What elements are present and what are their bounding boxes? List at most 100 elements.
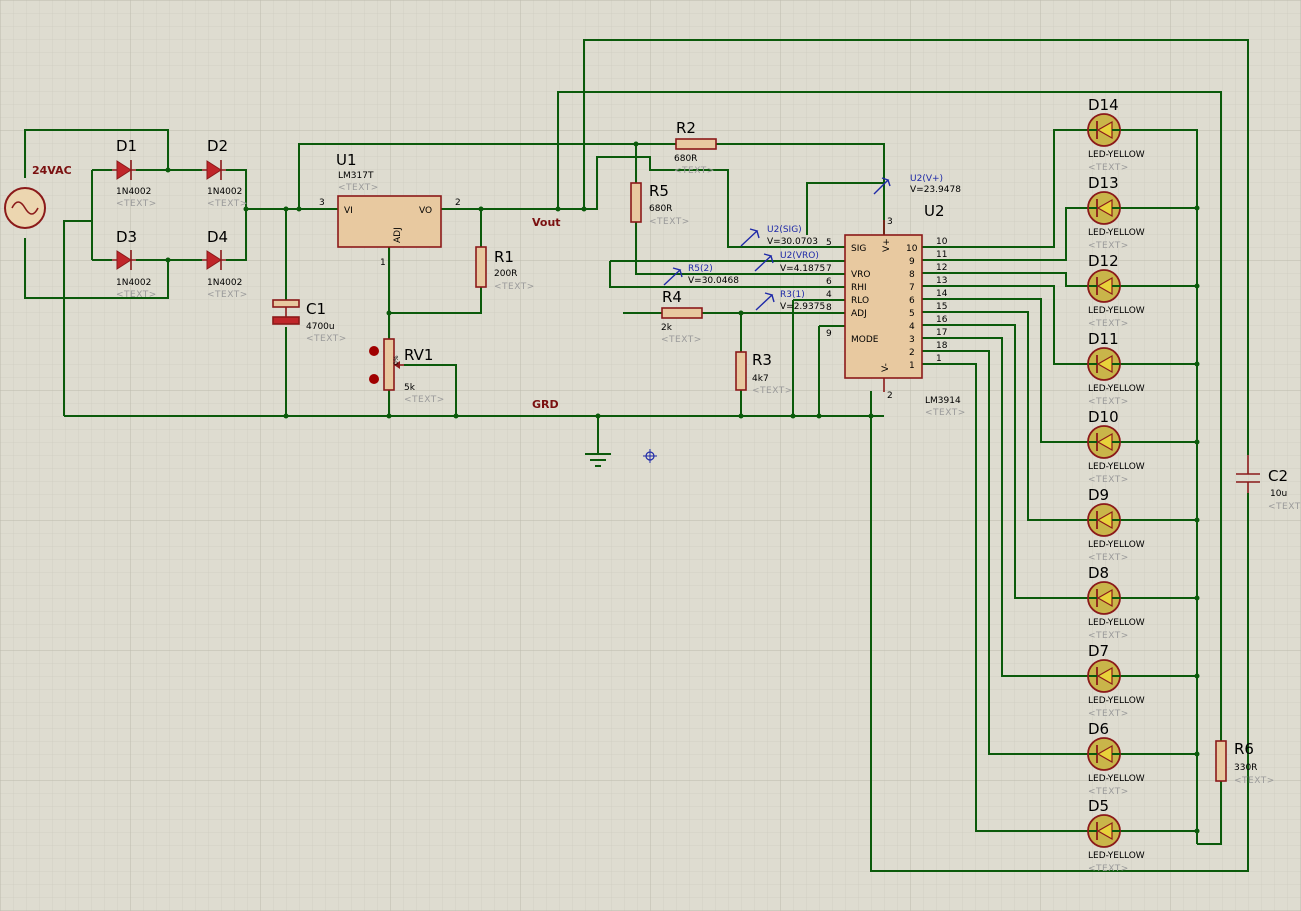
- driver-u2[interactable]: U2 LM3914 <TEXT> V+ V- 3 2 SIG 5 VRO 7 R…: [826, 202, 966, 418]
- led-ref: D14: [1088, 96, 1119, 114]
- u2-rpin: 10: [936, 237, 948, 247]
- ground-symbol[interactable]: [585, 453, 611, 467]
- rv1-increment-button[interactable]: [369, 346, 379, 356]
- origin-marker-icon: [643, 449, 657, 463]
- r4-value: 2k: [661, 323, 673, 333]
- voltage-probe-u2-sig[interactable]: U2(SIG) V=30.0703: [740, 225, 818, 247]
- probe-value: V=23.9478: [910, 185, 961, 195]
- diode-d2-template: <TEXT>: [207, 199, 248, 209]
- probe-value: V=2.9375: [780, 302, 825, 312]
- c1-ref: C1: [306, 300, 326, 318]
- r1-value: 200R: [494, 269, 517, 279]
- u2-ref: U2: [924, 202, 945, 220]
- diode-d2-value: 1N4002: [207, 187, 242, 197]
- led-template: <TEXT>: [1088, 319, 1129, 329]
- voltage-probe-u2-vro[interactable]: U2(VRO) V=4.1875: [754, 251, 825, 274]
- rv1-ref: RV1: [404, 346, 433, 364]
- u2-pin-rlo-num: 4: [826, 290, 832, 300]
- resistor-r2[interactable]: R2 680R <TEXT>: [674, 119, 717, 176]
- ac-source[interactable]: 24VAC: [4, 164, 72, 229]
- diode-d3[interactable]: D3 1N4002 <TEXT>: [112, 228, 157, 300]
- u2-ipin: 2: [909, 348, 915, 358]
- u2-pin-adj: ADJ: [851, 309, 867, 319]
- diode-d2[interactable]: D2 1N4002 <TEXT>: [202, 137, 248, 209]
- led-bar: D14LED-YELLOW<TEXT>D13LED-YELLOW<TEXT>D1…: [1087, 96, 1145, 874]
- u2-pin-adj-num: 8: [826, 303, 832, 313]
- u2-rpin: 14: [936, 289, 948, 299]
- resistor-r5[interactable]: R5 680R <TEXT>: [630, 182, 690, 227]
- diode-d3-ref: D3: [116, 228, 137, 246]
- u2-rpin: 17: [936, 328, 947, 338]
- led-value: LED-YELLOW: [1088, 462, 1145, 472]
- u2-pin-rhi: RHI: [851, 283, 867, 293]
- r1-template: <TEXT>: [494, 282, 535, 292]
- u2-pin-rlo: RLO: [851, 296, 869, 306]
- capacitor-c2[interactable]: C2 10u <TEXT>: [1236, 455, 1301, 512]
- led-template: <TEXT>: [1088, 475, 1129, 485]
- u2-pin-vro-num: 7: [826, 264, 832, 274]
- u1-pin-adj: ADJ: [393, 227, 403, 243]
- u2-ipin: 6: [909, 296, 915, 306]
- r2-ref: R2: [676, 119, 696, 137]
- potentiometer-rv1[interactable]: 0% RV1 5k <TEXT>: [369, 338, 445, 405]
- regulator-u1[interactable]: U1 LM317T <TEXT> VI VO ADJ 3 2 1: [319, 151, 461, 268]
- u1-pin1-num: 1: [380, 258, 386, 268]
- u2-pin-mode-num: 9: [826, 329, 832, 339]
- voltage-probe-r3[interactable]: R3(1) V=2.9375: [755, 290, 825, 312]
- u2-internal-pin-names: 10 9 8 7 6 5 4 3 2 1: [906, 244, 918, 371]
- probe-name: U2(SIG): [767, 225, 802, 235]
- u2-rpin: 15: [936, 302, 947, 312]
- led-ref: D5: [1088, 797, 1109, 815]
- diode-d1[interactable]: D1 1N4002 <TEXT>: [112, 137, 157, 209]
- led-ref: D11: [1088, 330, 1119, 348]
- probe-name: U2(V+): [910, 174, 943, 184]
- led-template: <TEXT>: [1088, 631, 1129, 641]
- rv1-template: <TEXT>: [404, 395, 445, 405]
- led-value: LED-YELLOW: [1088, 306, 1145, 316]
- u1-ref: U1: [336, 151, 357, 169]
- u1-pin-vi: VI: [344, 206, 353, 216]
- u2-rpin: 16: [936, 315, 948, 325]
- r3-value: 4k7: [752, 374, 769, 384]
- net-label-grd: GRD: [532, 398, 559, 411]
- u2-rpin: 11: [936, 250, 947, 260]
- probe-value: V=4.1875: [780, 264, 825, 274]
- r5-ref: R5: [649, 182, 669, 200]
- u1-value: LM317T: [338, 171, 374, 181]
- u2-pin-top-num: 3: [887, 217, 893, 227]
- led-template: <TEXT>: [1088, 709, 1129, 719]
- resistor-r6[interactable]: R6 330R <TEXT>: [1215, 740, 1275, 786]
- u2-ipin: 8: [909, 270, 915, 280]
- resistor-r4[interactable]: R4 2k <TEXT>: [661, 288, 703, 345]
- capacitor-c1[interactable]: C1 4700u <TEXT>: [272, 299, 347, 344]
- rv1-decrement-button[interactable]: [369, 374, 379, 384]
- u2-ipin: 5: [909, 309, 915, 319]
- diode-d4-template: <TEXT>: [207, 290, 248, 300]
- rv1-value: 5k: [404, 383, 416, 393]
- r6-template: <TEXT>: [1234, 776, 1275, 786]
- voltage-probe-u2-vplus[interactable]: U2(V+) V=23.9478: [873, 174, 961, 195]
- diode-d1-template: <TEXT>: [116, 199, 157, 209]
- led-template: <TEXT>: [1088, 787, 1129, 797]
- r6-ref: R6: [1234, 740, 1254, 758]
- u2-pin-sig: SIG: [851, 244, 866, 254]
- u2-ipin: 9: [909, 257, 915, 267]
- led-value: LED-YELLOW: [1088, 618, 1145, 628]
- diode-d4[interactable]: D4 1N4002 <TEXT>: [202, 228, 248, 300]
- voltage-probe-r5[interactable]: R5(2) V=30.0468: [663, 264, 739, 286]
- resistor-r3[interactable]: R3 4k7 <TEXT>: [735, 351, 793, 396]
- r4-template: <TEXT>: [661, 335, 702, 345]
- probe-name: U2(VRO): [780, 251, 819, 261]
- resistor-r1[interactable]: R1 200R <TEXT>: [475, 246, 535, 292]
